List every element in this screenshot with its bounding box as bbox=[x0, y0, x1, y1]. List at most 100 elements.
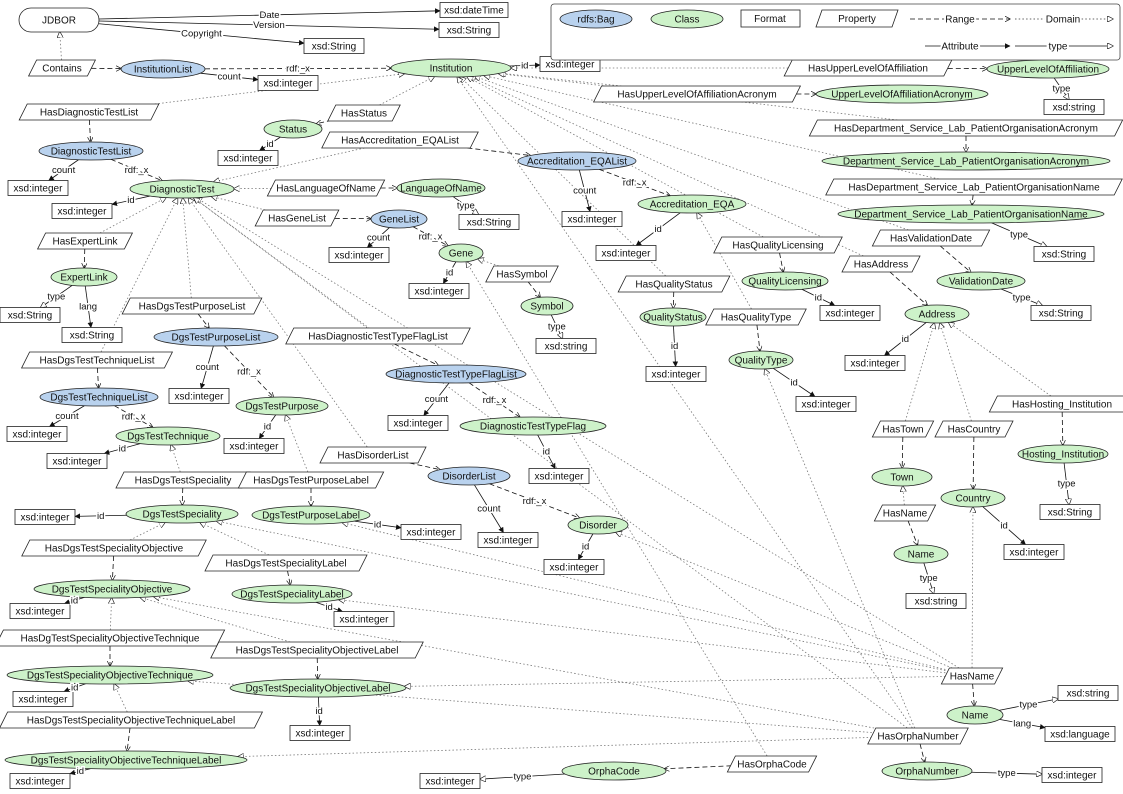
class-node-label: Name bbox=[962, 711, 989, 722]
property-node-has-upper-aff-acr[interactable]: HasUpperLevelOfAffiliationAcronym bbox=[592, 85, 802, 103]
property-node-has-validation-date[interactable]: HasValidationDate bbox=[871, 229, 991, 247]
class-node-accreditation-list[interactable]: Accreditation_EQAList bbox=[517, 151, 637, 171]
property-node-has-expert-link[interactable]: HasExpertLink bbox=[36, 232, 134, 250]
class-node-dgs-purpose[interactable]: DgsTestPurpose bbox=[235, 396, 329, 416]
class-node-symbol[interactable]: Symbol bbox=[520, 296, 574, 316]
property-node-has-spec-obj-tech-label[interactable]: HasDgsTestSpecialityObjectiveTechniqueLa… bbox=[0, 711, 264, 729]
class-node-language-of-name[interactable]: LanguageOfName bbox=[396, 178, 486, 198]
edge-label: id bbox=[790, 377, 797, 388]
property-node-has-address[interactable]: HasAddress bbox=[841, 255, 921, 273]
format-label: xsd:integer bbox=[296, 729, 346, 740]
edge bbox=[664, 765, 732, 769]
class-node-label: LanguageOfName bbox=[400, 184, 482, 195]
edge bbox=[194, 198, 368, 329]
property-node-has-dept-name[interactable]: HasDepartment_Service_Lab_PatientOrganis… bbox=[825, 178, 1123, 196]
property-node-has-technique-list[interactable]: HasDgsTestTechniqueList bbox=[20, 351, 174, 369]
edge-label: type bbox=[1013, 292, 1031, 303]
class-node-quality-licensing[interactable]: QualityLicensing bbox=[741, 271, 829, 291]
property-node-has-accreditation[interactable]: HasAccreditation_EQAList bbox=[321, 131, 479, 149]
property-node-has-status[interactable]: HasStatus bbox=[327, 104, 401, 122]
property-node-has-disorder-list[interactable]: HasDisorderList bbox=[319, 446, 427, 464]
class-node-label: Town bbox=[890, 473, 913, 484]
property-node-has-purpose-list[interactable]: HasDgsTestPurposeList bbox=[121, 297, 263, 315]
property-node-has-country[interactable]: HasCountry bbox=[934, 420, 1014, 438]
class-node-upper-aff[interactable]: UpperLevelOfAffiliation bbox=[986, 59, 1110, 79]
class-node-dgs-spec-label[interactable]: DgsTestSpecialityLabel bbox=[231, 584, 353, 604]
class-node-dtt-flag-list[interactable]: DiagnosticTestTypeFlagList bbox=[385, 364, 527, 384]
format-label: xsd:integer bbox=[224, 154, 274, 165]
property-node-has-name-town[interactable]: HasName bbox=[873, 504, 937, 522]
class-node-dgs-spec-obj-tech-label[interactable]: DgsTestSpecialityObjectiveTechniqueLabel bbox=[4, 750, 248, 770]
property-node-has-spec-obj-label[interactable]: HasDgsTestSpecialityObjectiveLabel bbox=[210, 641, 424, 659]
class-node-institution-list[interactable]: InstitutionList bbox=[120, 59, 206, 79]
class-node-country[interactable]: Country bbox=[940, 488, 1006, 508]
class-node-validation-date[interactable]: ValidationDate bbox=[936, 271, 1026, 291]
class-node-dgs-purpose-list[interactable]: DgsTestPurposeList bbox=[153, 327, 279, 347]
class-node-dgs-technique[interactable]: DgsTestTechnique bbox=[115, 426, 221, 446]
class-node-dgs-spec-obj-label[interactable]: DgsTestSpecialityObjectiveLabel bbox=[229, 678, 407, 698]
property-node-has-town[interactable]: HasTown bbox=[871, 420, 935, 438]
class-node-dgs-technique-list[interactable]: DgsTestTechniqueList bbox=[39, 387, 159, 407]
property-node-has-hosting[interactable]: HasHosting_Institution bbox=[988, 395, 1123, 413]
class-node-dtt-flag[interactable]: DiagnosticTestTypeFlag bbox=[459, 416, 607, 436]
class-node-dgs-spec-obj[interactable]: DgsTestSpecialityObjective bbox=[33, 579, 191, 599]
property-node-has-spec-obj[interactable]: HasDgsTestSpecialityObjective bbox=[21, 539, 207, 557]
class-node-name-main[interactable]: Name bbox=[946, 705, 1004, 725]
class-node-diag-test-list[interactable]: DiagnosticTestList bbox=[38, 141, 144, 161]
property-label: HasDiagnosticTestList bbox=[40, 108, 139, 119]
property-node-has-gene-list[interactable]: HasGeneList bbox=[254, 209, 340, 227]
class-node-town[interactable]: Town bbox=[871, 467, 933, 487]
class-node-dgs-purpose-label[interactable]: DgsTestPurposeLabel bbox=[251, 505, 371, 525]
property-node-has-spec-obj-tech[interactable]: HasDgTestSpecialityObjectiveTechnique bbox=[0, 629, 226, 647]
root-node-jdbor[interactable]: JDBOR bbox=[18, 7, 100, 33]
edge bbox=[442, 261, 457, 284]
property-node-has-quality-licensing[interactable]: HasQualityLicensing bbox=[713, 236, 843, 254]
format-label: xsd:integer bbox=[802, 400, 852, 411]
class-node-gene-list[interactable]: GeneList bbox=[370, 209, 428, 229]
class-node-dept-name[interactable]: Department_Service_Lab_PatientOrganisati… bbox=[837, 204, 1105, 224]
property-node-has-language[interactable]: HasLanguageOfName bbox=[266, 179, 386, 197]
property-node-has-upper-aff[interactable]: HasUpperLevelOfAffiliation bbox=[783, 59, 953, 77]
property-node-has-purpose-label[interactable]: HasDgsTestPurposeLabel bbox=[237, 471, 385, 489]
class-node-quality-type[interactable]: QualityType bbox=[728, 350, 794, 370]
property-node-has-symbol[interactable]: HasSymbol bbox=[485, 265, 559, 283]
edge bbox=[923, 562, 934, 594]
class-node-orpha-number[interactable]: OrphaNumber bbox=[881, 761, 973, 781]
format-label: xsd:integer bbox=[19, 695, 69, 706]
class-node-quality-status[interactable]: QualityStatus bbox=[639, 307, 707, 327]
property-node-has-orpha-number[interactable]: HasOrphaNumber bbox=[867, 727, 969, 745]
class-node-dgs-speciality[interactable]: DgsTestSpeciality bbox=[125, 504, 239, 524]
class-node-label: UpperLevelOfAffiliationAcronym bbox=[831, 90, 973, 101]
format-node: xsd:integer bbox=[6, 426, 68, 442]
class-node-name-town[interactable]: Name bbox=[893, 544, 949, 564]
property-node-has-spec-label[interactable]: HasDgsTestSpecialityLabel bbox=[204, 554, 368, 572]
property-node-contains[interactable]: Contains bbox=[27, 59, 97, 77]
property-node-has-quality-type[interactable]: HasQualityType bbox=[705, 308, 807, 326]
class-node-hosting-institution[interactable]: Hosting_Institution bbox=[1017, 444, 1109, 464]
edge bbox=[197, 313, 209, 328]
class-node-accreditation[interactable]: Accreditation_EQA bbox=[637, 194, 747, 214]
class-node-address[interactable]: Address bbox=[904, 304, 970, 324]
class-node-orpha-code[interactable]: OrphaCode bbox=[561, 761, 667, 781]
property-node-has-quality-status[interactable]: HasQualityStatus bbox=[617, 275, 731, 293]
class-node-disorder-list[interactable]: DisorderList bbox=[427, 466, 511, 486]
edge bbox=[1063, 462, 1069, 505]
property-node-has-orpha-code[interactable]: HasOrphaCode bbox=[726, 755, 818, 773]
property-node-has-dtt-flag-list[interactable]: HasDiagnosticTestTypeFlagList bbox=[285, 327, 471, 345]
class-node-disorder[interactable]: Disorder bbox=[567, 515, 629, 535]
edge-label: rdf:_x bbox=[125, 165, 149, 176]
class-node-expert-link[interactable]: ExpertLink bbox=[50, 267, 118, 287]
property-node-has-diag-test-list[interactable]: HasDiagnosticTestList bbox=[18, 103, 160, 121]
edge bbox=[200, 523, 270, 556]
property-node-has-speciality[interactable]: HasDgsTestSpeciality bbox=[115, 471, 251, 489]
class-node-upper-aff-acr[interactable]: UpperLevelOfAffiliationAcronym bbox=[815, 84, 989, 104]
edge-label: count bbox=[196, 362, 220, 373]
class-node-diagnostic-test[interactable]: DiagnosticTest bbox=[129, 179, 235, 199]
class-node-dgs-spec-obj-tech[interactable]: DgsTestSpecialityObjectiveTechnique bbox=[6, 665, 214, 685]
property-node-has-name-main[interactable]: HasName bbox=[940, 667, 1004, 685]
class-node-institution[interactable]: Institution bbox=[390, 58, 512, 78]
class-node-gene[interactable]: Gene bbox=[438, 243, 484, 263]
class-node-dept-acr[interactable]: Department_Service_Lab_PatientOrganisati… bbox=[821, 151, 1111, 171]
class-node-status[interactable]: Status bbox=[263, 119, 323, 139]
property-node-has-dept-acr[interactable]: HasDepartment_Service_Lab_PatientOrganis… bbox=[808, 119, 1123, 137]
